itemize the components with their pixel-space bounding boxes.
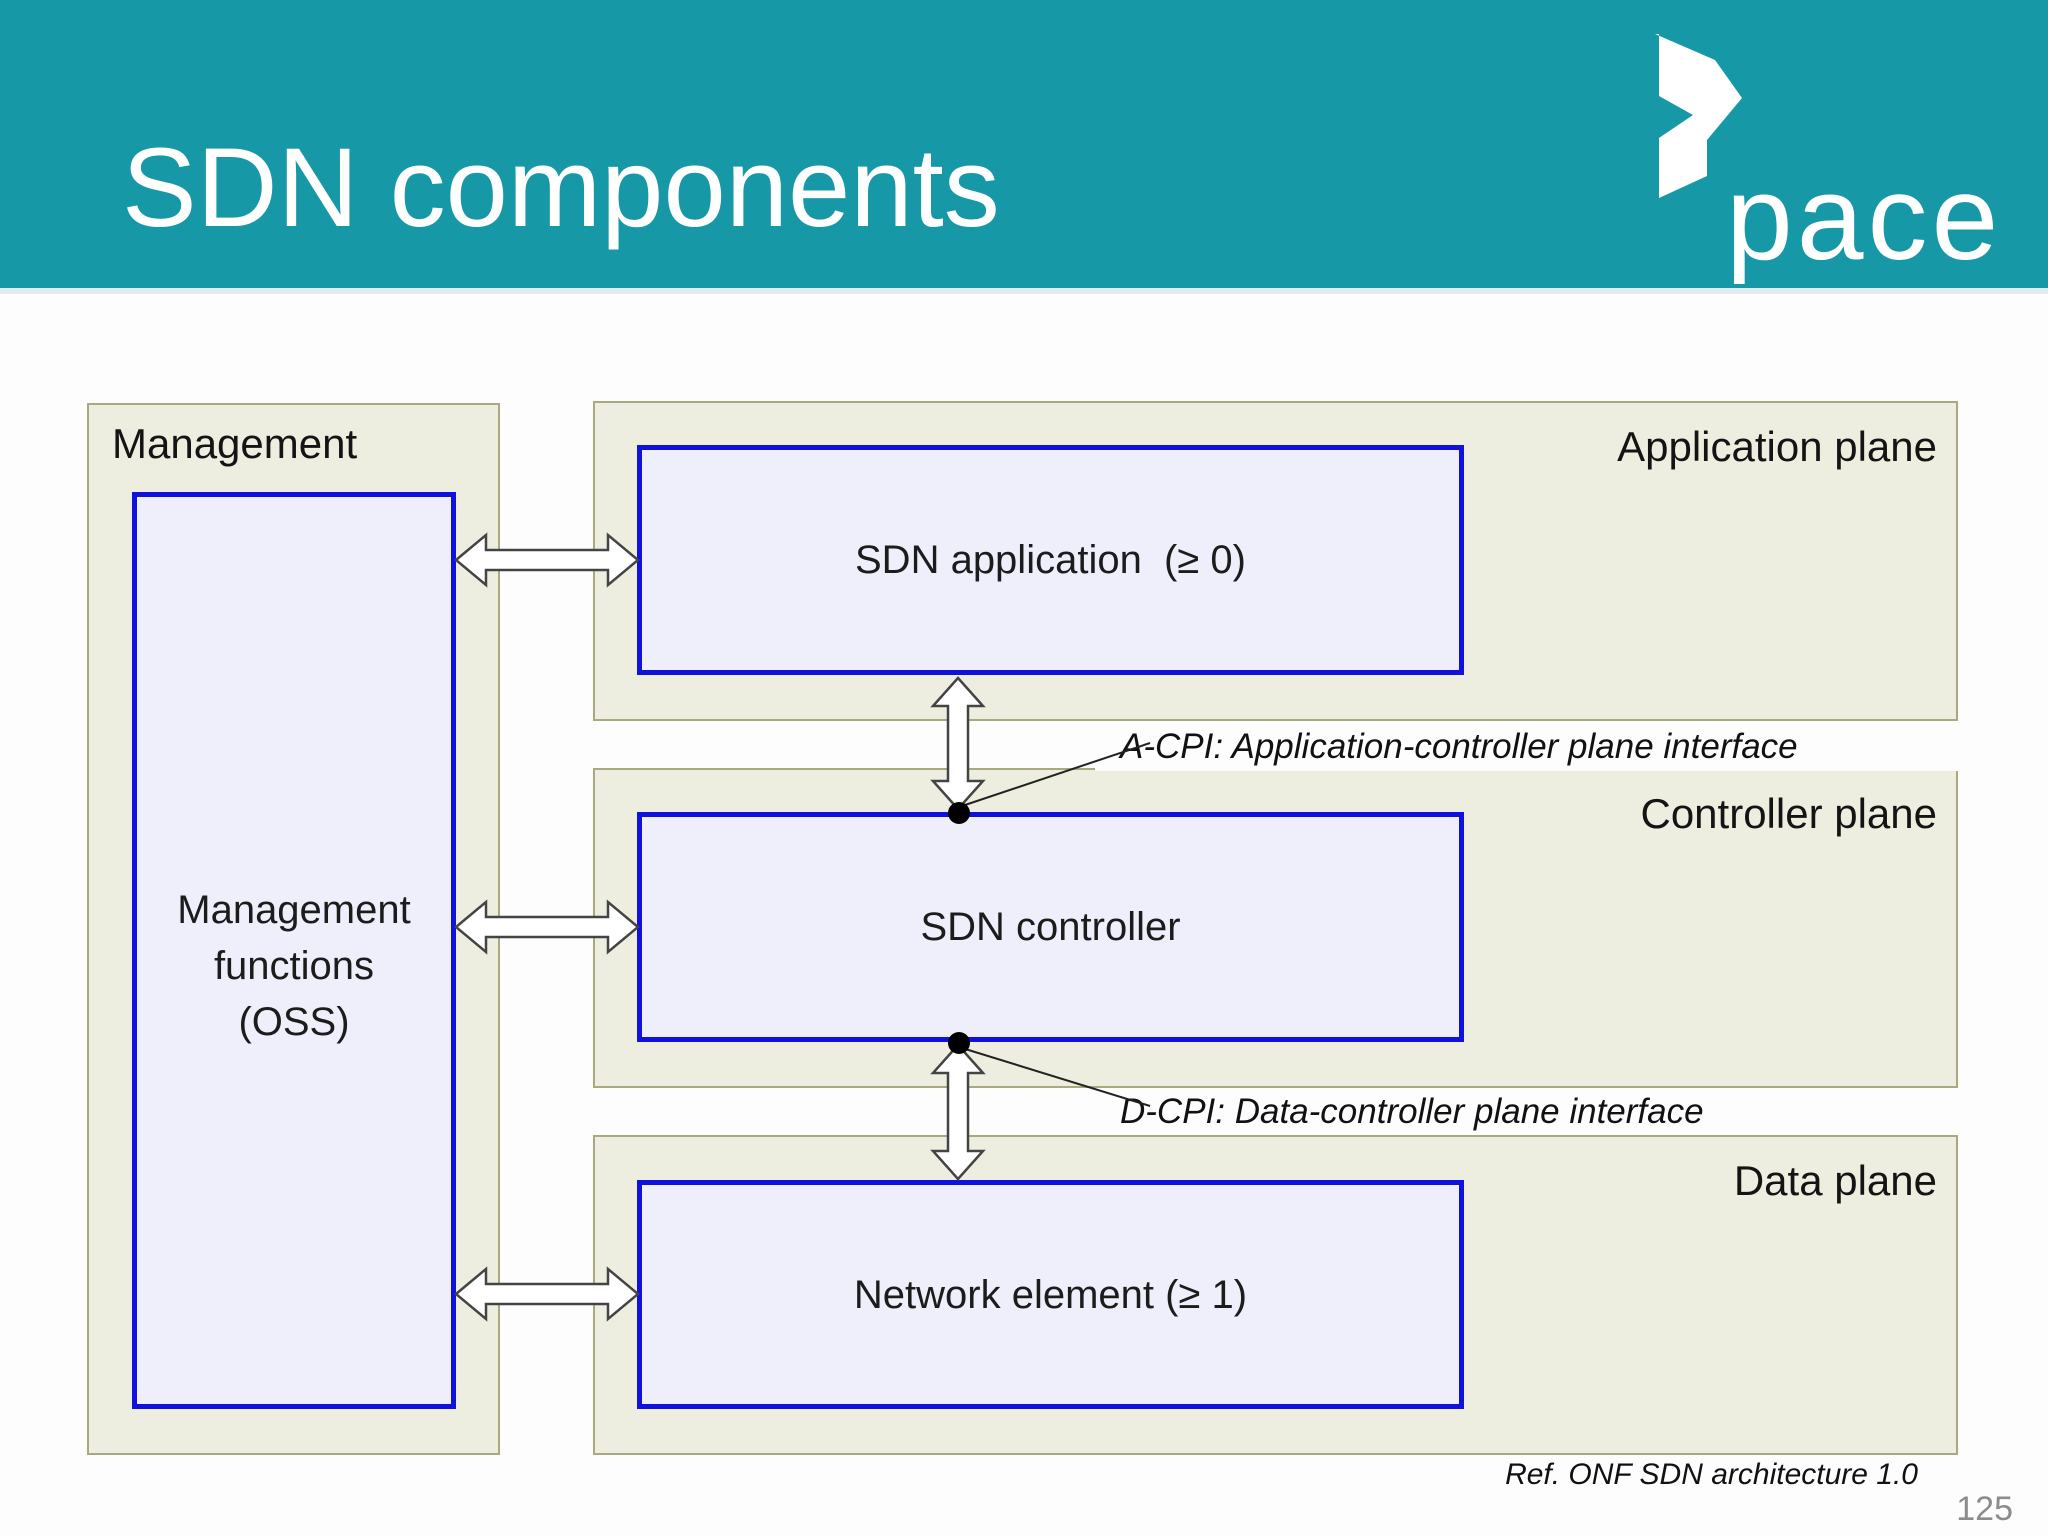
controller-plane-label: Controller plane	[1640, 790, 1937, 837]
dcpi-label-band: D-CPI: Data-controller plane interface	[1095, 1088, 1913, 1135]
data-plane-label: Data plane	[1733, 1157, 1937, 1204]
management-functions-label: Management functions (OSS)	[132, 882, 456, 1050]
page-title: SDN components	[122, 125, 1000, 250]
management-functions-line-1: Management	[177, 888, 411, 932]
network-element-label: Network element (≥ 1)	[853, 1272, 1248, 1317]
acpi-label: A-CPI: Application-controller plane inte…	[1120, 726, 1798, 766]
dcpi-label: D-CPI: Data-controller plane interface	[1120, 1091, 1704, 1131]
management-functions-line-3: (OSS)	[238, 1000, 350, 1044]
page-number: 125	[1956, 1490, 2013, 1528]
sdn-application-label: SDN application (≥ 0)	[855, 538, 1246, 582]
network-element-box: Network element (≥ 1)	[637, 1180, 1464, 1409]
header-divider	[0, 288, 2048, 294]
pace-logo-icon	[1655, 34, 1742, 198]
acpi-label-band: A-CPI: Application-controller plane inte…	[1095, 722, 1988, 771]
application-plane-label: Application plane	[1617, 423, 1937, 470]
sdn-controller-label: SDN controller	[920, 905, 1181, 949]
management-panel-label: Management	[112, 420, 358, 467]
sdn-application-box: SDN application (≥ 0)	[637, 445, 1464, 675]
reference-text: Ref. ONF SDN architecture 1.0	[1505, 1458, 1918, 1491]
management-functions-line-2: functions	[213, 944, 375, 988]
management-functions-box	[132, 492, 456, 1409]
pace-logo-text: pace	[1726, 151, 2003, 285]
sdn-controller-box: SDN controller	[637, 812, 1464, 1042]
